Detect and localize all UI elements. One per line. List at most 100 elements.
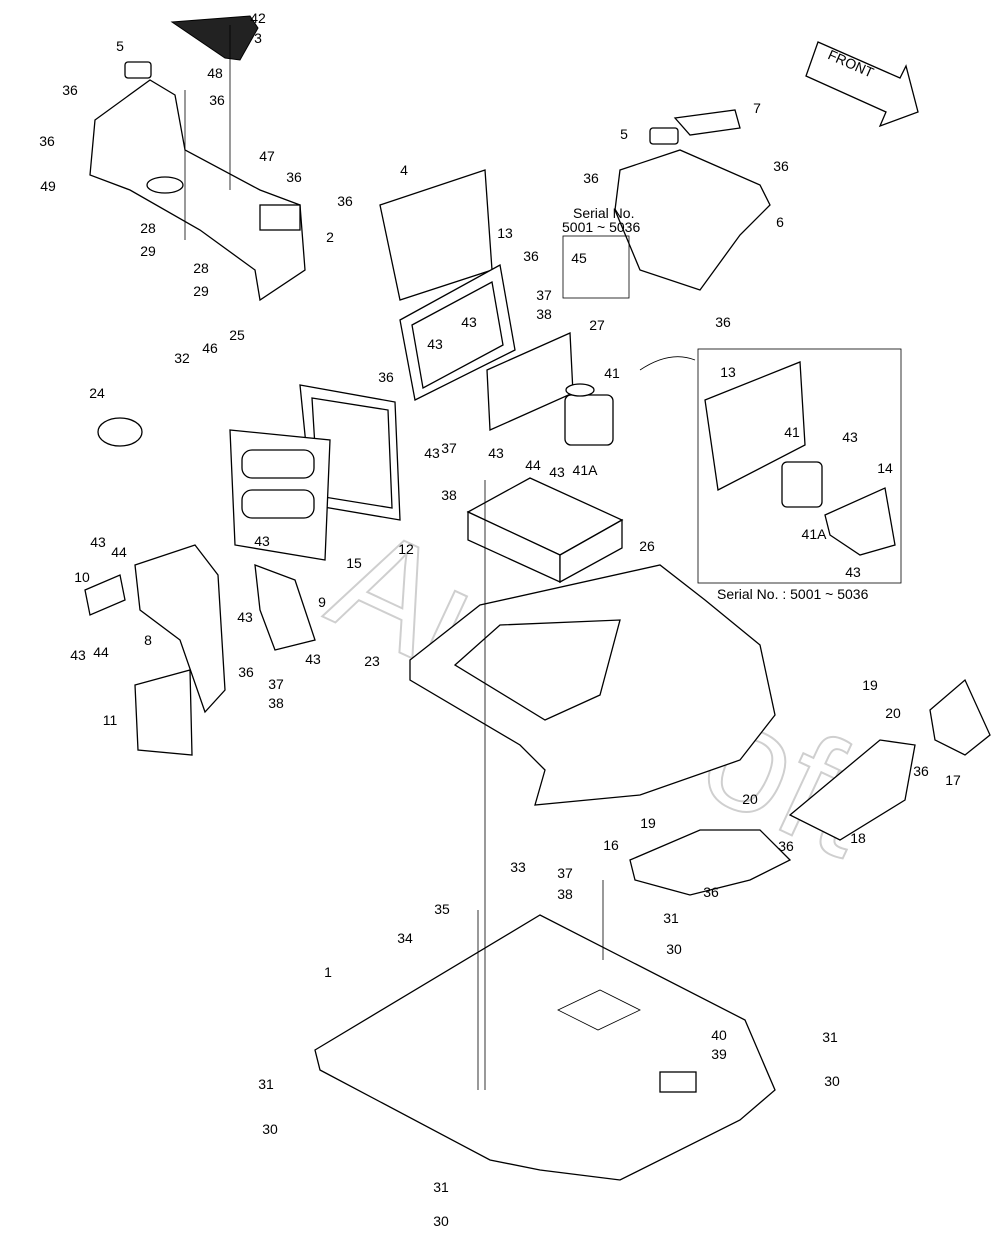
callout-28: 28 <box>140 220 156 236</box>
callout-41: 41 <box>604 365 620 381</box>
right-console <box>614 109 771 291</box>
callout-7: 7 <box>753 100 761 116</box>
callout-31: 31 <box>663 910 679 926</box>
callout-36: 36 <box>523 248 539 264</box>
callout-labels: 4235483636364736492822928294361336373843… <box>39 10 961 1229</box>
callout-44: 44 <box>525 457 541 473</box>
callout-36: 36 <box>62 82 78 98</box>
callout-19: 19 <box>862 677 878 693</box>
callout-46: 46 <box>202 340 218 356</box>
callout-38: 38 <box>268 695 284 711</box>
callout-30: 30 <box>824 1073 840 1089</box>
callout-36: 36 <box>238 664 254 680</box>
callout-36: 36 <box>286 169 302 185</box>
callout-3: 3 <box>254 30 262 46</box>
frame-13 <box>399 263 516 401</box>
callout-12: 12 <box>398 541 414 557</box>
callout-2: 2 <box>326 229 334 245</box>
callout-43: 43 <box>845 564 861 580</box>
callout-15: 15 <box>346 555 362 571</box>
callout-43: 43 <box>90 534 106 550</box>
callout-13: 13 <box>497 225 513 241</box>
callout-44: 44 <box>93 644 109 660</box>
callout-44: 44 <box>111 544 127 560</box>
callout-26: 26 <box>639 538 655 554</box>
controller-box-26 <box>466 477 624 584</box>
callout-37: 37 <box>268 676 284 692</box>
callout-6: 6 <box>776 214 784 230</box>
callout-36: 36 <box>583 170 599 186</box>
callout-43: 43 <box>424 445 440 461</box>
callout-47: 47 <box>259 148 275 164</box>
callout-36: 36 <box>703 884 719 900</box>
air-ducts <box>629 678 991 896</box>
callout-18: 18 <box>850 830 866 846</box>
callout-31: 31 <box>258 1076 274 1092</box>
callout-36: 36 <box>715 314 731 330</box>
callout-4: 4 <box>400 162 408 178</box>
callout-33: 33 <box>510 859 526 875</box>
callout-43: 43 <box>427 336 443 352</box>
callout-40: 40 <box>711 1027 727 1043</box>
inset-view <box>639 348 902 584</box>
callout-20: 20 <box>742 791 758 807</box>
washer-tank <box>564 383 614 446</box>
callout-43: 43 <box>461 314 477 330</box>
callout-39: 39 <box>711 1046 727 1062</box>
callout-37: 37 <box>441 440 457 456</box>
serial-box <box>562 235 630 299</box>
callout-29: 29 <box>193 283 209 299</box>
callout-36: 36 <box>39 133 55 149</box>
serial-title: Serial No. <box>573 205 634 221</box>
callout-38: 38 <box>441 487 457 503</box>
callout-20: 20 <box>885 705 901 721</box>
frames-12-15 <box>229 384 401 561</box>
inset-pointer <box>639 356 696 371</box>
callout-8: 8 <box>144 632 152 648</box>
callout-41A: 41A <box>802 526 828 542</box>
callout-30: 30 <box>262 1121 278 1137</box>
callout-31: 31 <box>822 1029 838 1045</box>
callout-43: 43 <box>254 533 270 549</box>
front-arrow: FRONT <box>805 41 919 128</box>
callout-37: 37 <box>536 287 552 303</box>
callout-34: 34 <box>397 930 413 946</box>
callout-36: 36 <box>209 92 225 108</box>
callout-43: 43 <box>842 429 858 445</box>
callout-30: 30 <box>433 1213 449 1229</box>
callout-10: 10 <box>74 569 90 585</box>
callout-11: 11 <box>103 712 118 728</box>
callout-43: 43 <box>488 445 504 461</box>
left-console <box>89 15 306 302</box>
inset-caption: Serial No. : 5001 ~ 5036 <box>717 586 869 602</box>
callout-37: 37 <box>557 865 573 881</box>
floor-mat-23 <box>409 564 776 806</box>
callout-9: 9 <box>318 594 326 610</box>
callout-36: 36 <box>778 838 794 854</box>
callout-13: 13 <box>720 364 736 380</box>
callout-16: 16 <box>603 837 619 853</box>
callout-41: 41 <box>784 424 800 440</box>
callout-36: 36 <box>378 369 394 385</box>
callout-36: 36 <box>913 763 929 779</box>
callout-43: 43 <box>549 464 565 480</box>
callout-43: 43 <box>305 651 321 667</box>
callout-5: 5 <box>116 38 124 54</box>
callout-5: 5 <box>620 126 628 142</box>
brackets <box>84 417 316 756</box>
callout-25: 25 <box>229 327 245 343</box>
callout-43: 43 <box>70 647 86 663</box>
callout-27: 27 <box>589 317 605 333</box>
callout-41A: 41A <box>573 462 599 478</box>
callout-36: 36 <box>337 193 353 209</box>
callout-28: 28 <box>193 260 209 276</box>
callout-36: 36 <box>773 158 789 174</box>
callout-38: 38 <box>557 886 573 902</box>
leader-lines <box>184 25 604 1090</box>
callout-29: 29 <box>140 243 156 259</box>
callout-45: 45 <box>571 250 587 266</box>
callout-42: 42 <box>250 10 266 26</box>
callout-43: 43 <box>237 609 253 625</box>
